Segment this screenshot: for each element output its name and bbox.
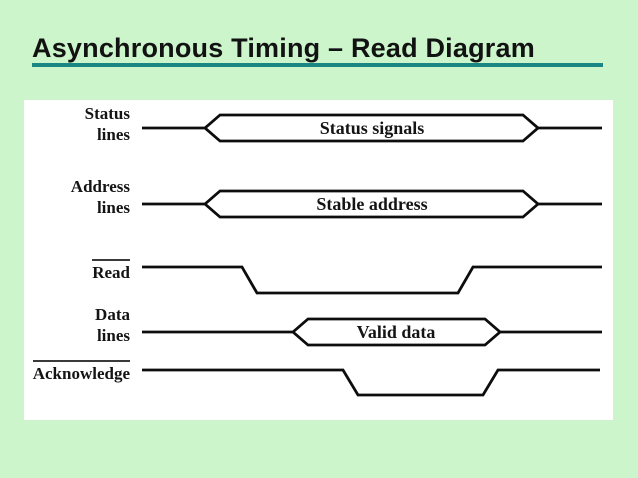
waveform-canvas: Status signals Stable address Valid data: [142, 113, 602, 397]
status-waveform: Status signals: [142, 113, 602, 143]
signal-label-line: Acknowledge: [32, 364, 130, 383]
signal-label-line: Read: [92, 263, 130, 282]
status-bus-label: Status signals: [320, 118, 425, 138]
signal-label-acknowledge: Acknowledge: [24, 360, 130, 384]
signal-label-line: lines: [96, 326, 130, 345]
data-bus-label: Valid data: [357, 322, 436, 342]
active-low-overline: Acknowledge: [32, 360, 130, 384]
data-waveform: Valid data: [142, 317, 602, 347]
active-low-overline: Read: [92, 259, 130, 283]
slide-title: Asynchronous Timing – Read Diagram: [32, 33, 535, 63]
signal-label-line: Data: [95, 305, 130, 324]
read-pulse-line: [142, 265, 602, 295]
signal-label-line: Address: [70, 177, 130, 196]
read-waveform: [142, 265, 602, 295]
acknowledge-waveform: [142, 368, 600, 397]
signal-label-status-lines: Status lines: [24, 103, 130, 145]
signal-label-read: Read: [24, 259, 130, 283]
signal-label-line: lines: [96, 125, 130, 144]
address-bus-label: Stable address: [316, 194, 427, 214]
signal-label-line: lines: [96, 198, 130, 217]
timing-diagram-panel: Status lines Address lines Read Data lin…: [24, 100, 613, 420]
signal-label-line: Status: [84, 104, 130, 123]
signal-label-address-lines: Address lines: [24, 176, 130, 218]
address-waveform: Stable address: [142, 189, 602, 219]
acknowledge-pulse-line: [142, 368, 600, 397]
signal-label-data-lines: Data lines: [24, 304, 130, 346]
title-underline: [32, 63, 603, 67]
